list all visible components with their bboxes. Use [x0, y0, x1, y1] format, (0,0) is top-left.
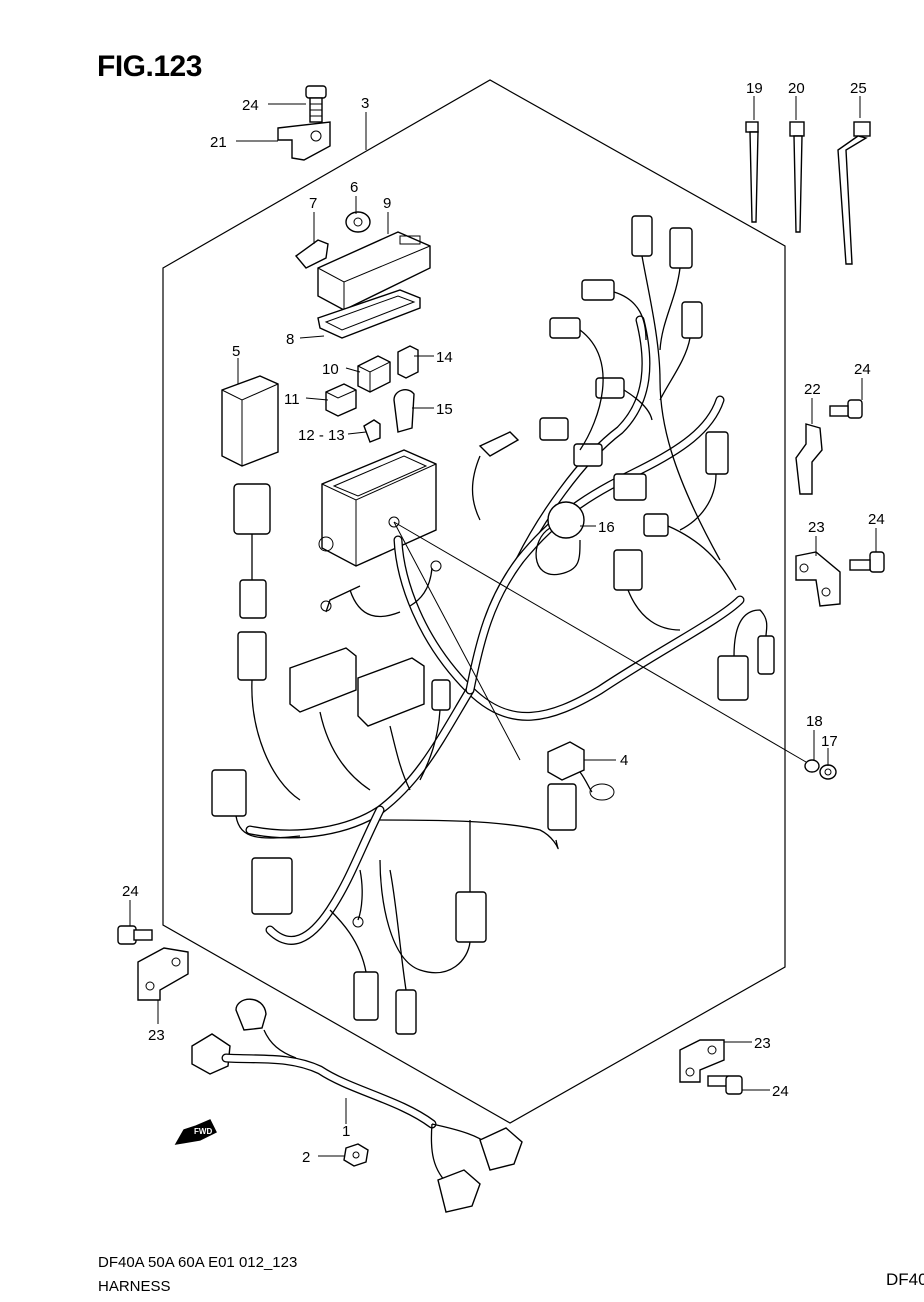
bracket-21-icon	[277, 121, 331, 161]
pointer-line-ground	[393, 521, 521, 761]
fuse-12-13-icon	[363, 419, 381, 443]
cable-tie-19-icon	[745, 121, 759, 223]
bolt-24-right1-icon	[829, 399, 863, 419]
callout-12-13: 12 - 13	[298, 427, 345, 444]
nut-17-icon	[819, 764, 837, 780]
cable-tie-20-icon	[789, 121, 805, 233]
callout-9: 9	[383, 195, 391, 212]
fuse-box-cover-9-icon	[317, 231, 431, 311]
model-line: DF40A 50A 60A E01 012_123	[98, 1254, 298, 1271]
cable-tie-25-icon	[837, 121, 871, 265]
cable-1-icon	[191, 998, 523, 1213]
relay-5-icon	[221, 375, 279, 467]
page-code: DF40	[886, 1270, 924, 1289]
callout-19: 19	[746, 80, 763, 97]
figure-title: FIG.123	[97, 50, 202, 83]
callout-24-top: 24	[242, 97, 259, 114]
part-4-icon	[547, 741, 615, 801]
callout-5: 5	[232, 343, 240, 360]
bracket-22-icon	[795, 423, 823, 495]
callout-15: 15	[436, 401, 453, 418]
callout-8: 8	[286, 331, 294, 348]
callout-24-right2: 24	[868, 511, 885, 528]
bolt-24-bottom-icon	[707, 1075, 743, 1095]
callout-24-right1: 24	[854, 361, 871, 378]
callout-labels: 24 21 3 6 7 9 8 5 10 14 11 15 12 - 13 16…	[122, 80, 885, 1166]
callout-7: 7	[309, 195, 317, 212]
callout-24-left: 24	[122, 883, 139, 900]
callout-25: 25	[850, 80, 867, 97]
bolt-24-left-icon	[117, 925, 153, 945]
main-harness-icon	[245, 315, 745, 945]
bracket-23-left-icon	[137, 947, 189, 1001]
bolt-24-top-icon	[305, 85, 327, 123]
leader-lines	[129, 96, 877, 1157]
relay-14-icon	[397, 345, 419, 379]
callout-17: 17	[821, 733, 838, 750]
relay-10-icon	[357, 355, 391, 393]
connector-cluster-left-icon	[211, 483, 451, 915]
nut-2-icon	[343, 1143, 369, 1167]
pointer-line-washer	[393, 521, 807, 763]
fuse-15-icon	[393, 389, 415, 433]
callout-21: 21	[210, 134, 227, 151]
washer-18-icon	[804, 759, 820, 773]
callout-23-left: 23	[148, 1027, 165, 1044]
callout-2: 2	[302, 1149, 310, 1166]
cover-clip-7-icon	[294, 239, 329, 269]
fwd-label: FWD	[194, 1127, 212, 1136]
relay-11-icon	[325, 383, 357, 417]
bolt-24-right2-icon	[849, 551, 885, 573]
callout-24-bottom: 24	[772, 1083, 789, 1100]
bracket-23-right-icon	[795, 551, 841, 607]
callout-1: 1	[342, 1123, 350, 1140]
assembly-boundary	[162, 79, 786, 1124]
section-name: HARNESS	[98, 1278, 171, 1295]
callout-6: 6	[350, 179, 358, 196]
callout-3: 3	[361, 95, 369, 112]
callout-18: 18	[806, 713, 823, 730]
cap-6-icon	[345, 211, 371, 233]
callout-14: 14	[436, 349, 453, 366]
switch-sensor-icon	[471, 431, 520, 521]
seal-8-icon	[317, 289, 421, 339]
fwd-arrow-icon: FWD	[174, 1119, 217, 1145]
callout-4: 4	[620, 752, 628, 769]
junction-box-icon	[318, 449, 437, 567]
connector-cluster-bottom-icon	[329, 783, 577, 1035]
callout-16: 16	[598, 519, 615, 536]
callout-23-bottom: 23	[754, 1035, 771, 1052]
sensor-16-icon	[535, 501, 585, 576]
connector-cluster-top-icon	[539, 215, 775, 701]
callout-10: 10	[322, 361, 339, 378]
bracket-23-bottom-icon	[679, 1039, 725, 1083]
callout-20: 20	[788, 80, 805, 97]
callout-11: 11	[284, 391, 300, 408]
callout-23-right: 23	[808, 519, 825, 536]
callout-22: 22	[804, 381, 821, 398]
